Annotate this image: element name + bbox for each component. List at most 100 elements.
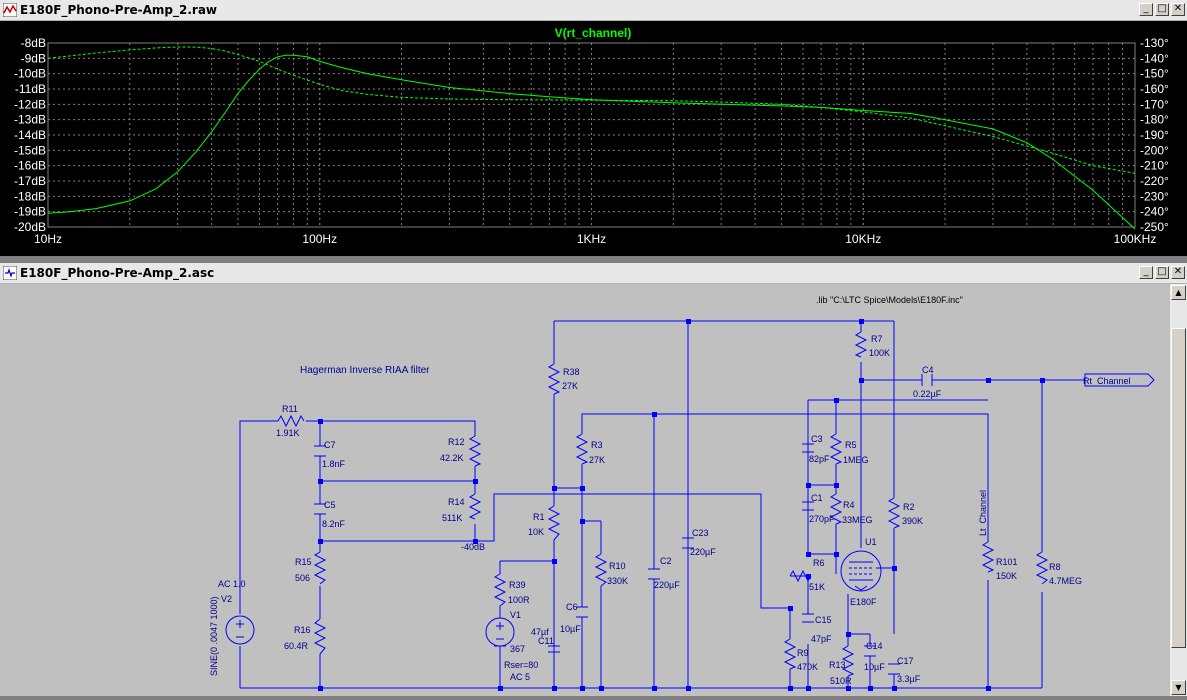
- label-r101: R101: [996, 557, 1018, 567]
- value-r14: 511K: [442, 513, 462, 523]
- waveform-window: E180F_Phono-Pre-Amp_2.raw _ □ ✕ -8dB-9dB…: [0, 0, 1187, 256]
- y-tick-label-right: -230°: [1140, 189, 1169, 203]
- label-c7: C7: [324, 440, 336, 450]
- value-r10: 330K: [607, 576, 628, 586]
- value-v2-ac: AC 1.0: [218, 579, 246, 589]
- y-tick-label-left: -15dB: [14, 143, 46, 157]
- schematic-titlebar[interactable]: E180F_Phono-Pre-Amp_2.asc _ □ ✕: [0, 263, 1187, 284]
- x-tick-label: 10KHz: [845, 232, 881, 246]
- label-r11: R11: [282, 404, 298, 414]
- schematic-text: .lib "C:\LTC Spice\Models\E180F.inc" Hag…: [209, 295, 1131, 686]
- label-r8: R8: [1049, 562, 1061, 572]
- label-r7: R7: [871, 334, 883, 344]
- value-v2-sine: SINE(0 .0047 1000): [209, 596, 219, 676]
- waveform-window-title: E180F_Phono-Pre-Amp_2.raw: [20, 3, 218, 17]
- schematic-junctions: [318, 319, 1045, 691]
- label-c6: C6: [566, 602, 578, 612]
- net-label-lt-channel: Lt_Channel: [978, 490, 988, 536]
- value-r1: 10K: [528, 527, 544, 537]
- minimize-icon[interactable]: _: [1139, 3, 1153, 16]
- schematic-drawing[interactable]: .lib "C:\LTC Spice\Models\E180F.inc" Hag…: [0, 284, 1170, 696]
- label-r9: R9: [797, 648, 809, 658]
- y-tick-label-right: -160°: [1140, 82, 1169, 96]
- label-r6: R6: [813, 558, 825, 568]
- label-c17: C17: [897, 656, 914, 666]
- label-r3: R3: [591, 440, 603, 450]
- vertical-scrollbar[interactable]: ▲ ▼: [1170, 284, 1187, 696]
- value-c3: 82pF: [809, 454, 830, 464]
- waveform-plot[interactable]: -8dB-9dB-10dB-11dB-12dB-13dB-14dB-15dB-1…: [0, 21, 1187, 256]
- y-tick-label-left: -9dB: [21, 51, 46, 65]
- y-tick-label-right: -130°: [1140, 36, 1169, 50]
- scrollbar-thumb[interactable]: [1171, 328, 1186, 648]
- value-r15: 506: [295, 573, 310, 583]
- label-r1: R1: [533, 512, 545, 522]
- y-tick-label-right: -140°: [1140, 51, 1169, 65]
- schematic-window-title: E180F_Phono-Pre-Amp_2.asc: [20, 266, 215, 280]
- minimize-icon[interactable]: _: [1139, 266, 1153, 279]
- voltage-source-v1[interactable]: [485, 617, 515, 647]
- value-r9: 470K: [797, 662, 818, 672]
- y-tick-label-right: -190°: [1140, 128, 1169, 142]
- value-r5: 1MEG: [843, 455, 869, 465]
- waveform-plot-area[interactable]: -8dB-9dB-10dB-11dB-12dB-13dB-14dB-15dB-1…: [0, 21, 1187, 256]
- close-icon[interactable]: ✕: [1171, 266, 1185, 279]
- phase-trace: [47, 46, 1136, 174]
- schematic-canvas[interactable]: .lib "C:\LTC Spice\Models\E180F.inc" Hag…: [0, 284, 1170, 696]
- label-c5: C5: [324, 500, 336, 510]
- value-r16: 60.4R: [284, 641, 309, 651]
- waveform-titlebar[interactable]: E180F_Phono-Pre-Amp_2.raw _ □ ✕: [0, 0, 1187, 21]
- label-v2: V2: [221, 594, 232, 604]
- y-tick-label-left: -12dB: [14, 97, 46, 111]
- value-v1-ac: AC 5: [510, 672, 530, 682]
- y-tick-label-left: -13dB: [14, 113, 46, 127]
- plot-grid: [47, 42, 1136, 228]
- x-tick-label: 1KHz: [577, 232, 606, 246]
- label-c2: C2: [660, 556, 672, 566]
- value-u1: E180F: [850, 597, 877, 607]
- label-c14: C14: [866, 641, 883, 651]
- label-c1: C1: [811, 493, 823, 503]
- value-c1: 270pF: [809, 514, 835, 524]
- voltage-source-v2[interactable]: [225, 615, 255, 645]
- value-c6: 10µF: [560, 624, 581, 634]
- label-c4: C4: [922, 365, 934, 375]
- schematic-wires: [239, 320, 1085, 689]
- close-icon[interactable]: ✕: [1171, 3, 1185, 16]
- label-v1: V1: [510, 610, 521, 620]
- comment-hagerman: Hagerman Inverse RIAA filter: [300, 365, 430, 376]
- label-r2: R2: [903, 502, 915, 512]
- value-c15: 47pF: [811, 634, 832, 644]
- value-c2: 220µF: [654, 580, 680, 590]
- value-r38: 27K: [562, 381, 578, 391]
- maximize-icon[interactable]: □: [1155, 266, 1169, 279]
- y-tick-label-left: -16dB: [14, 159, 46, 173]
- label-r10: R10: [609, 561, 626, 571]
- magnitude-trace: [47, 54, 1136, 230]
- maximize-icon[interactable]: □: [1155, 3, 1169, 16]
- triode-u1[interactable]: [840, 550, 882, 592]
- label-r39: R39: [509, 580, 526, 590]
- value-c4: 0.22µF: [913, 389, 942, 399]
- value-r2: 390K: [902, 516, 923, 526]
- y-tick-label-right: -150°: [1140, 67, 1169, 81]
- value-c7: 1.8nF: [322, 459, 346, 469]
- label-r15: R15: [295, 557, 312, 567]
- plot-traces: [47, 46, 1136, 230]
- y-tick-label-right: -250°: [1140, 220, 1169, 234]
- y-tick-label-left: -8dB: [21, 36, 46, 50]
- net-label-rt-channel-flag[interactable]: [1084, 373, 1155, 387]
- y-tick-label-left: -18dB: [14, 189, 46, 203]
- value-r11: 1.91K: [276, 428, 300, 438]
- value-r8: 4.7MEG: [1049, 576, 1082, 586]
- value-r13: 510R: [830, 676, 852, 686]
- y-tick-label-right: -170°: [1140, 97, 1169, 111]
- scroll-down-arrow-icon[interactable]: ▼: [1171, 680, 1186, 695]
- value-r12: 42.2K: [440, 453, 464, 463]
- value-r3: 27K: [589, 455, 605, 465]
- y-tick-label-right: -220°: [1140, 174, 1169, 188]
- value-r39: 100R: [508, 595, 530, 605]
- plot-title: V(rt_channel): [555, 26, 632, 40]
- value-r7: 100K: [869, 348, 890, 358]
- scroll-up-arrow-icon[interactable]: ▲: [1171, 285, 1186, 300]
